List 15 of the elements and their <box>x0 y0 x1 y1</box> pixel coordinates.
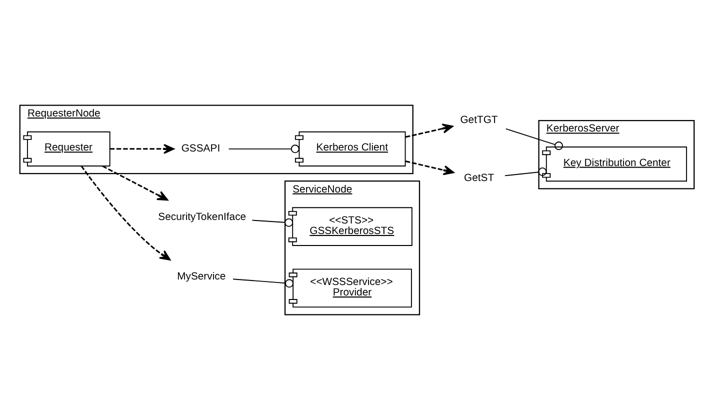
arrow <box>110 143 174 154</box>
node-text: GetTGT <box>460 114 498 126</box>
connector <box>228 144 300 153</box>
arrow <box>405 160 454 175</box>
node-text: SecurityTokenIface <box>158 211 246 222</box>
node-text: GSSAPI <box>181 143 220 154</box>
connector <box>505 128 563 150</box>
connector <box>504 166 547 176</box>
node-text: MyService <box>177 270 226 282</box>
arrow <box>80 165 171 260</box>
connector <box>252 218 294 226</box>
arrow <box>102 164 168 200</box>
arrow <box>405 123 454 138</box>
node-text: GetST <box>464 172 494 184</box>
connector <box>232 278 294 288</box>
